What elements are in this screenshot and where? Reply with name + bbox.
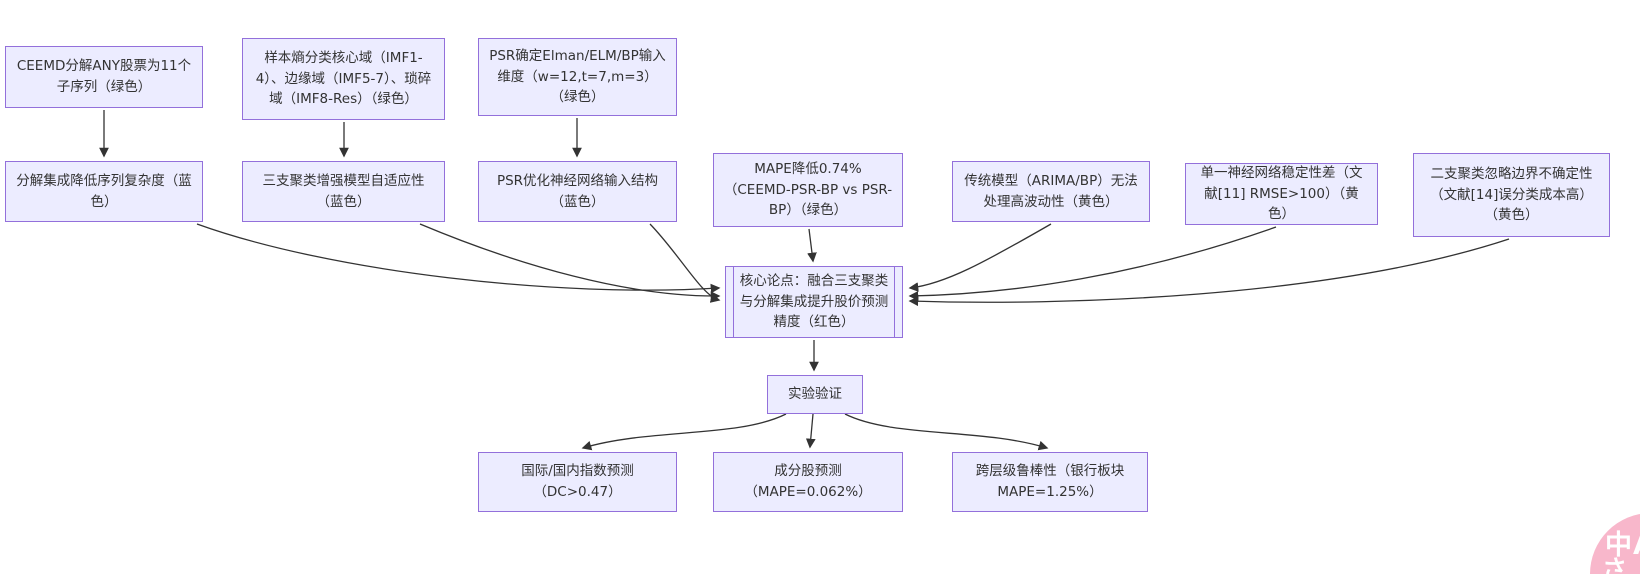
edge-F-K [649, 223, 721, 303]
edge-G-K [807, 228, 817, 263]
node-O: 跨层级鲁棒性（银行板块MAPE=1.25%） [952, 452, 1148, 512]
node-label: 核心论点：融合三支聚类与分解集成提升股价预测精度（红色） [739, 272, 889, 331]
node-label: PSR优化神经网络输入结构（蓝色） [496, 172, 659, 210]
node-label: CEEMD分解ANY股票为11个子序列（绿色） [16, 58, 192, 95]
node-C: PSR确定Elman/ELM/BP输入维度（w=12,t=7,m=3）（绿色） [478, 38, 677, 116]
node-B: 样本熵分类核心域（IMF1-4）、边缘域（IMF5-7）、琐碎域（IMF8-Re… [242, 38, 445, 120]
node-L: 实验验证 [767, 375, 863, 414]
node-label: 分解集成降低序列复杂度（蓝色） [16, 172, 192, 210]
watermark-text-top: 中A [1605, 530, 1640, 561]
edge-I-K [908, 226, 1277, 301]
node-label: 跨层级鲁棒性（银行板块MAPE=1.25%） [975, 463, 1125, 500]
node-label: 国际/国内指数预测（DC>0.47） [521, 463, 634, 500]
edge-D-K [196, 223, 721, 294]
node-G: MAPE降低0.74%（CEEMD-PSR-BP vs PSR-BP）（绿色） [713, 153, 903, 227]
node-A: CEEMD分解ANY股票为11个子序列（绿色） [5, 46, 203, 108]
edge-L-O [844, 413, 1049, 451]
node-label: 三支聚类增强模型自适应性（蓝色） [262, 172, 425, 210]
node-D: 分解集成降低序列复杂度（蓝色） [5, 161, 203, 222]
node-K: 核心论点：融合三支聚类与分解集成提升股价预测精度（红色） [725, 266, 903, 338]
node-I: 单一神经网络稳定性差（文献[11] RMSE>100）（黄色） [1185, 163, 1378, 225]
node-label: 单一神经网络稳定性差（文献[11] RMSE>100）（黄色） [1200, 164, 1363, 223]
node-label: MAPE降低0.74%（CEEMD-PSR-BP vs PSR-BP）（绿色） [723, 160, 893, 219]
node-J: 二支聚类忽略边界不确定性（文献[14]误分类成本高）（黄色） [1413, 153, 1610, 237]
watermark-text-bottom: さ [1602, 555, 1628, 574]
node-label: PSR确定Elman/ELM/BP输入维度（w=12,t=7,m=3）（绿色） [489, 47, 666, 106]
edge-L-N [805, 413, 816, 449]
node-label: 成分股预测（MAPE=0.062%） [744, 463, 872, 500]
node-label: 实验验证 [788, 386, 842, 403]
edge-E-K [419, 223, 721, 301]
node-label: 传统模型（ARIMA/BP）无法处理高波动性（黄色） [964, 172, 1138, 210]
edge-H-K [908, 223, 1052, 292]
assistant-watermark-badge[interactable]: 中A さ [1590, 513, 1640, 574]
node-E: 三支聚类增强模型自适应性（蓝色） [242, 161, 445, 222]
node-F: PSR优化神经网络输入结构（蓝色） [478, 161, 677, 222]
node-H: 传统模型（ARIMA/BP）无法处理高波动性（黄色） [952, 161, 1150, 222]
node-M: 国际/国内指数预测（DC>0.47） [478, 452, 677, 512]
node-N: 成分股预测（MAPE=0.062%） [713, 452, 903, 512]
node-label: 二支聚类忽略边界不确定性（文献[14]误分类成本高）（黄色） [1430, 165, 1593, 224]
node-label: 样本熵分类核心域（IMF1-4）、边缘域（IMF5-7）、琐碎域（IMF8-Re… [255, 49, 432, 108]
edge-J-K [908, 238, 1510, 307]
edge-L-M [581, 413, 787, 451]
